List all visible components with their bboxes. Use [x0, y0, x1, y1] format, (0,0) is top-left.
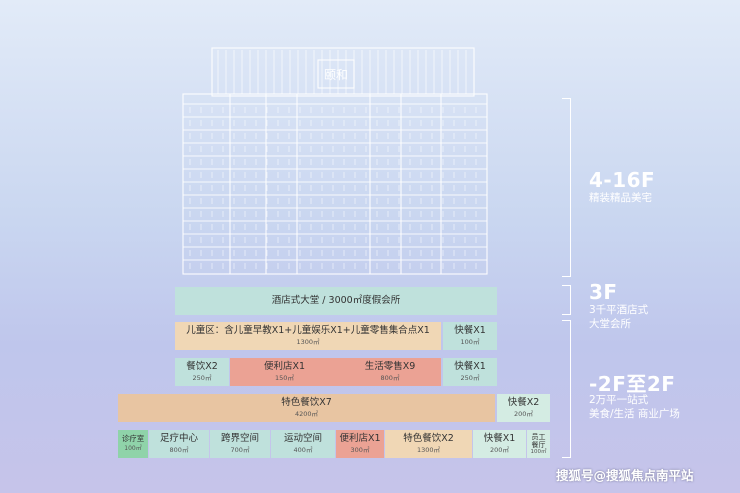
block-area: 250㎡ — [192, 373, 212, 382]
block-title: 快餐X1 — [454, 360, 486, 372]
block-dining-x2: 餐饮X2 250㎡ — [175, 358, 229, 386]
block-staff-canteen: 员工餐厅 100㎡ — [527, 430, 550, 458]
block-title: 特色餐饮X7 — [281, 396, 332, 408]
block-fastfood-b1: 快餐X1 200㎡ — [473, 430, 526, 458]
floor-desc-b2-2f: 2万平一站式 美食/生活 商业广场 — [589, 394, 680, 421]
block-title: 快餐X2 — [507, 396, 540, 408]
block-title: 生活零售X9 — [364, 360, 416, 372]
floor-desc-line: 3千平酒店式 — [589, 304, 649, 316]
floor-desc-line: 美食/生活 商业广场 — [589, 407, 680, 420]
block-title: 餐饮X2 — [186, 360, 218, 372]
floor-desc-line: 2万平一站式 — [589, 394, 649, 406]
block-clinic: 诊疗室 100㎡ — [118, 430, 148, 458]
block-area: 800㎡ — [169, 445, 189, 454]
bracket-4-16f — [562, 98, 571, 277]
block-title: 便利店X1 — [263, 360, 306, 372]
bracket-b2-2f — [562, 320, 571, 458]
block-area: 200㎡ — [514, 409, 533, 418]
block-special-dining-x2: 特色餐饮X2 1300㎡ — [385, 430, 472, 458]
bracket-3f — [562, 285, 571, 315]
block-area: 300㎡ — [350, 445, 370, 454]
block-area: 100㎡ — [460, 337, 480, 346]
block-area: 250㎡ — [460, 373, 480, 382]
building-crown-lines — [217, 50, 467, 94]
block-title: 诊疗室 — [121, 434, 145, 444]
block-fastfood-x2: 快餐X2 200㎡ — [497, 394, 550, 422]
block-title: 跨界空间 — [220, 432, 259, 444]
block-fastfood-2f: 快餐X1 250㎡ — [443, 358, 497, 386]
block-kids-zone: 儿童区：含儿童早教X1+儿童娱乐X1+儿童零售集合点X1 1300㎡ — [175, 322, 441, 350]
block-title: 快餐X1 — [483, 432, 516, 444]
block-sports-space: 运动空间 400㎡ — [271, 430, 335, 458]
block-convenience-store-b: 便利店X1 300㎡ — [336, 430, 384, 458]
block-foot-spa: 足疗中心 800㎡ — [149, 430, 209, 458]
block-area: 1300㎡ — [416, 445, 441, 454]
block-fastfood-3f: 快餐X1 100㎡ — [443, 322, 497, 350]
block-area: 700㎡ — [230, 445, 250, 454]
floor-label-4-16f: 4-16F — [589, 168, 656, 192]
block-title: 员工餐厅 — [531, 432, 546, 449]
block-life-retail: 生活零售X9 800㎡ — [339, 358, 441, 386]
building-floor-lines — [183, 103, 487, 269]
watermark: 搜狐号@搜狐焦点南平站 — [556, 468, 694, 483]
block-area: 400㎡ — [293, 445, 313, 454]
block-title: 儿童区：含儿童早教X1+儿童娱乐X1+儿童零售集合点X1 — [186, 324, 430, 336]
block-hotel-lobby: 酒店式大堂 / 3000㎡度假会所 — [175, 287, 497, 315]
block-area: 100㎡ — [124, 444, 142, 452]
block-area: 200㎡ — [490, 445, 509, 454]
block-title: 酒店式大堂 / 3000㎡度假会所 — [271, 294, 401, 306]
floor-desc-line: 精装精品美宅 — [589, 192, 652, 204]
block-title: 足疗中心 — [159, 432, 198, 444]
block-title: 快餐X1 — [454, 324, 486, 336]
block-area: 800㎡ — [380, 373, 400, 382]
block-area: 150㎡ — [275, 373, 294, 382]
block-convenience-store: 便利店X1 150㎡ — [230, 358, 339, 386]
building-outline — [182, 47, 488, 275]
block-area: 4200㎡ — [294, 409, 319, 418]
block-special-dining-x7: 特色餐饮X7 4200㎡ — [118, 394, 495, 422]
floor-desc-3f: 3千平酒店式 大堂会所 — [589, 304, 648, 331]
block-area: 1300㎡ — [296, 337, 320, 346]
block-title: 运动空间 — [283, 432, 322, 444]
floor-desc-line: 大堂会所 — [589, 317, 631, 330]
block-title: 便利店X1 — [339, 432, 381, 444]
block-area: 100㎡ — [530, 448, 547, 455]
block-title: 特色餐饮X2 — [403, 432, 454, 444]
floor-label-b2-2f: -2F至2F — [589, 372, 676, 396]
floor-desc-4-16f: 精装精品美宅 — [589, 192, 652, 206]
building-brand-sign: 颐和 — [324, 68, 348, 82]
floor-label-3f: 3F — [589, 280, 618, 304]
block-crossover-space: 跨界空间 700㎡ — [210, 430, 270, 458]
